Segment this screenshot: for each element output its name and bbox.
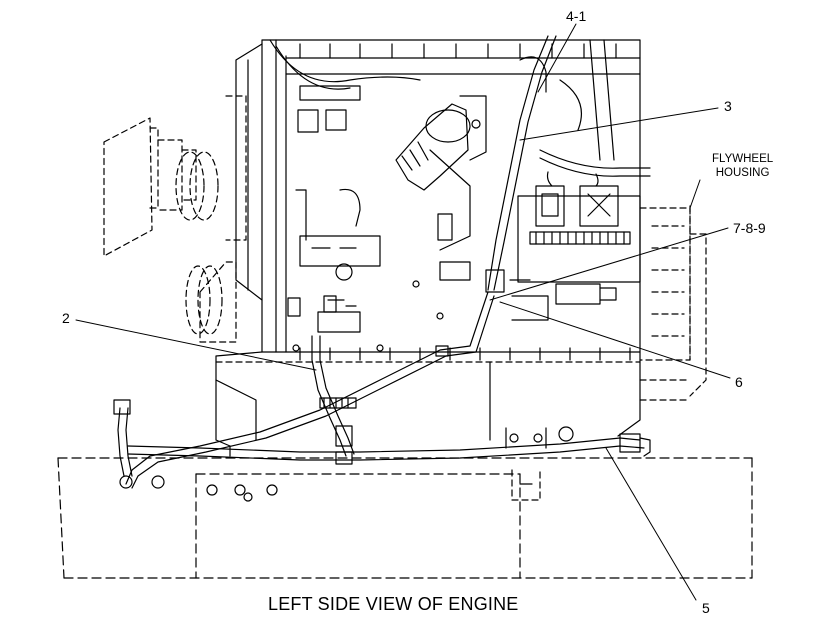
fuel-line-5 [113, 399, 651, 477]
callout-5: 5 [702, 600, 710, 616]
leader-6 [499, 301, 731, 379]
air-inlet-elbow [395, 95, 487, 251]
callout-3: 3 [724, 98, 732, 114]
leader-lines [75, 23, 731, 601]
frame-rail [57, 457, 753, 579]
frame-holes [206, 469, 541, 502]
callout-7-8-9: 7-8-9 [733, 220, 766, 236]
flywheel-label-line2: HOUSING [715, 167, 770, 179]
leader-3 [519, 107, 719, 141]
flywheel-housing [639, 205, 707, 401]
callout-2: 2 [62, 310, 70, 326]
wiring-harness-4-1 [487, 35, 557, 291]
fuel-line-2 [119, 291, 495, 489]
engine-details [269, 39, 651, 352]
engine-block [215, 39, 641, 457]
leader-5 [605, 447, 697, 601]
callout-6: 6 [735, 374, 743, 390]
leader-flywheel [689, 179, 701, 209]
flywheel-label-line1: FLYWHEEL [712, 153, 774, 165]
flywheel-housing-label: FLYWHEEL HOUSING [712, 152, 773, 180]
ecm-module [511, 171, 641, 321]
diagram-title: LEFT SIDE VIEW OF ENGINE [268, 594, 519, 614]
leader-2 [75, 319, 317, 371]
leader-4-1 [537, 23, 577, 93]
callout-4-1: 4-1 [566, 8, 587, 24]
leader-7-8-9 [489, 227, 729, 301]
front-pulleys [103, 95, 247, 343]
